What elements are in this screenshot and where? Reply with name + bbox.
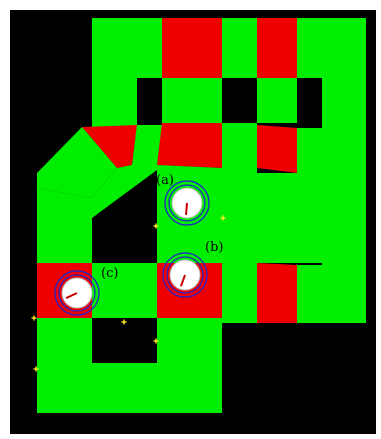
free-cell-7 <box>162 78 222 123</box>
occupied-cell-14 <box>257 125 297 173</box>
free-cell-1 <box>92 18 162 78</box>
robot-b-label: (b) <box>205 240 223 255</box>
free-cell-21 <box>257 173 322 263</box>
free-cell-13 <box>222 123 257 168</box>
robot-a-heading <box>186 203 187 215</box>
occupied-cell-26 <box>257 263 297 323</box>
free-cell-29 <box>92 363 157 413</box>
free-cell-25 <box>222 263 257 323</box>
free-cell-3 <box>222 18 257 78</box>
free-cell-30 <box>157 318 222 413</box>
free-cell-28 <box>37 318 92 413</box>
robot-a-label: (a) <box>156 173 174 188</box>
robot-c-label: (c) <box>101 266 118 281</box>
free-cell-20 <box>222 168 257 263</box>
free-cell-5 <box>297 18 366 78</box>
free-cell-11 <box>132 125 162 165</box>
free-cell-18 <box>37 188 92 263</box>
occupied-cell-2 <box>162 18 222 78</box>
occupied-cell-4 <box>257 18 297 78</box>
free-cell-27 <box>297 265 366 323</box>
occupied-cell-12 <box>157 123 222 168</box>
free-cell-15 <box>297 128 322 173</box>
free-cell-8 <box>257 78 297 123</box>
